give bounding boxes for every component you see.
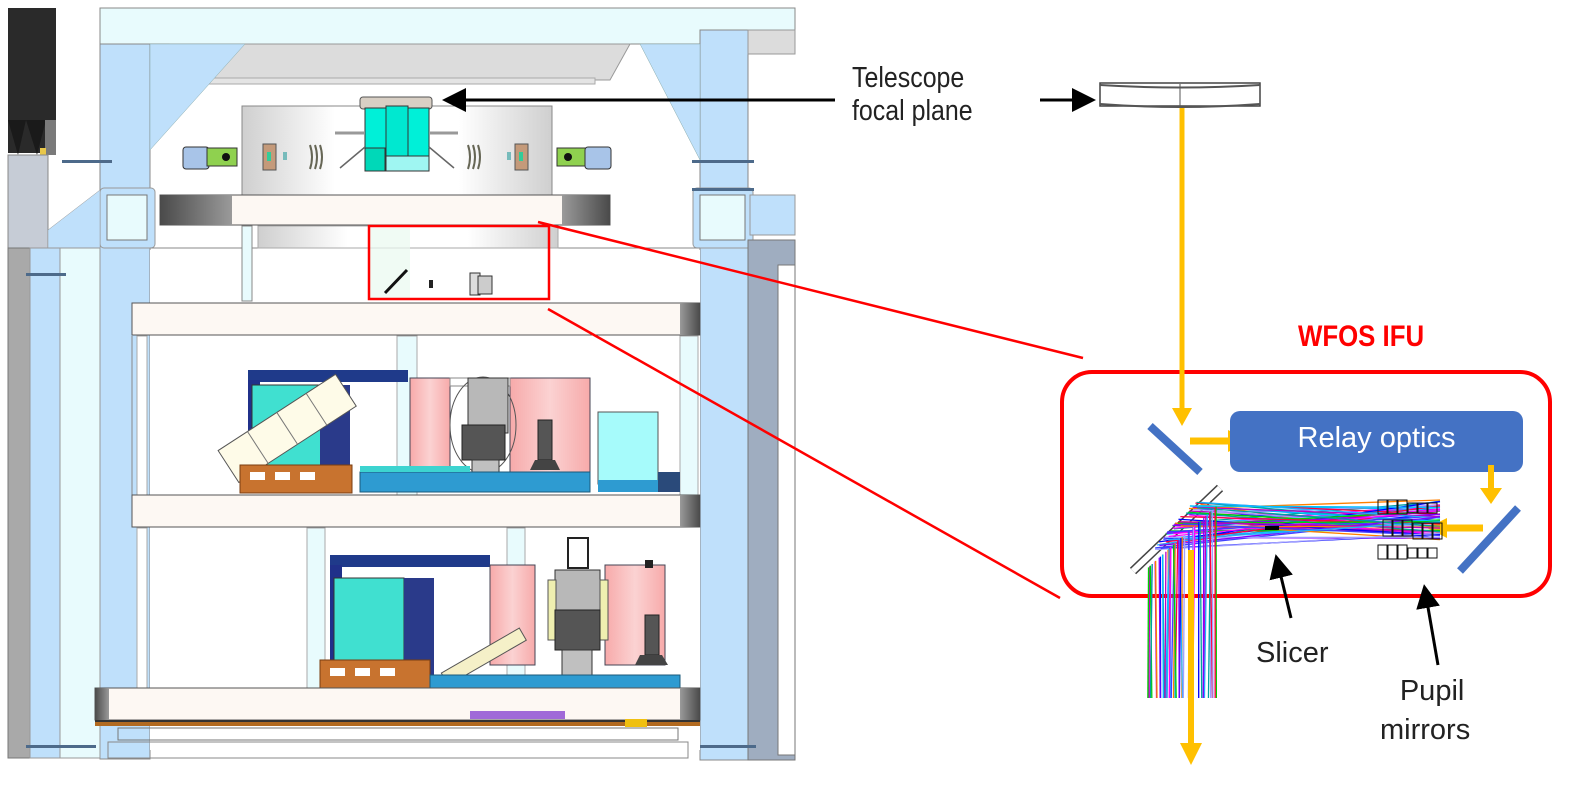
pupil-mirror-element (1397, 499, 1408, 515)
wfos-ifu-box (1060, 370, 1552, 598)
ray-line (1202, 517, 1205, 699)
pupil-mirror-element (1387, 544, 1398, 560)
ray-line (1149, 564, 1153, 699)
ray-line (1172, 544, 1177, 699)
pupil-mirror-element (1407, 502, 1418, 514)
ray-line (1166, 548, 1170, 699)
cad-platform-top (159, 194, 611, 226)
pupil-fold-mirror (1457, 505, 1521, 574)
relay-optics-label: Relay optics (1297, 422, 1456, 454)
ray-line (1164, 551, 1167, 699)
ray-bundle (1147, 499, 1441, 699)
cad-ifu-pickoff (383, 268, 493, 296)
beam-output (1180, 550, 1202, 765)
cad-platform-lower (131, 494, 701, 528)
pupil-mirror-element (1407, 547, 1418, 559)
pupil-mirrors-label-line1: Pupil (1399, 675, 1465, 707)
ray-line (1211, 509, 1214, 699)
ray-line (1178, 518, 1441, 536)
telescope-focal-plane-label-line1: Telescope (852, 62, 965, 94)
pupil-mirror-element (1377, 499, 1388, 515)
telescope-focal-plane-label-line2: focal plane (852, 95, 973, 127)
fold-mirror (1147, 423, 1203, 475)
pupil-mirror-element (1412, 522, 1423, 540)
pupil-mirror-element (1427, 547, 1438, 559)
wfos-ifu-title: WFOS IFU (1298, 320, 1425, 353)
slicer-callout-arrow (1269, 554, 1293, 619)
telescope-focal-plane-label: Telescope focal plane (852, 62, 973, 128)
pupil-mirror-element (1382, 519, 1393, 537)
pupil-mirrors-callout-arrow (1416, 584, 1440, 666)
relay-optics-box (1230, 411, 1523, 472)
ray-line (1209, 512, 1214, 699)
ray-line (1148, 566, 1151, 699)
pupil-mirror-element (1387, 499, 1398, 515)
cad-focal-plane-mount (335, 96, 458, 172)
ray-line (1168, 510, 1441, 538)
ray-line (1203, 515, 1207, 699)
cad-platform-middle (131, 302, 701, 336)
ray-line (1196, 507, 1441, 528)
pupil-mirror-element (1402, 519, 1413, 537)
focal-plane-element (1099, 82, 1261, 108)
ray-line (1200, 501, 1441, 519)
cad-spectrograph-upper (217, 370, 680, 494)
ray-line (1154, 560, 1158, 699)
pupil-mirror-element (1422, 522, 1433, 540)
beam-from-relay (1480, 465, 1502, 504)
cad-instrument-view (7, 7, 796, 761)
ray-line (1161, 554, 1164, 699)
beam-input (1172, 108, 1192, 426)
cad-right-column (699, 29, 749, 761)
pupil-mirror-element (1432, 522, 1443, 540)
ray-line (1199, 520, 1203, 699)
ifu-location-highlight (367, 220, 1084, 600)
slicer-label: Slicer (1256, 637, 1329, 669)
ray-line (1180, 521, 1441, 529)
slicer-mirror (1129, 484, 1224, 575)
pupil-mirror-array (1377, 499, 1443, 560)
ray-line (1203, 514, 1208, 699)
pupil-mirror-element (1397, 544, 1408, 560)
pupil-mirrors-label: Pupil mirrors (1380, 675, 1470, 747)
slicer-element (1265, 526, 1279, 530)
cad-top-beam (99, 7, 796, 45)
ray-line (1147, 567, 1150, 699)
cad-spectrograph-lower (319, 537, 681, 689)
cad-base-platform (94, 687, 701, 759)
pupil-mirror-element (1417, 502, 1428, 514)
cad-baffle (8, 8, 56, 186)
ray-line (1168, 547, 1172, 699)
ray-line (1158, 557, 1161, 699)
pupil-mirror-element (1377, 544, 1388, 560)
cad-side-actuators (182, 143, 612, 171)
pupil-mirror-element (1392, 519, 1403, 537)
pupil-mirror-element (1427, 502, 1438, 514)
pupil-mirror-element (1417, 547, 1428, 559)
ray-line (1168, 521, 1441, 541)
ray-line (1182, 534, 1186, 699)
pupil-mirrors-label-line2: mirrors (1380, 714, 1471, 746)
